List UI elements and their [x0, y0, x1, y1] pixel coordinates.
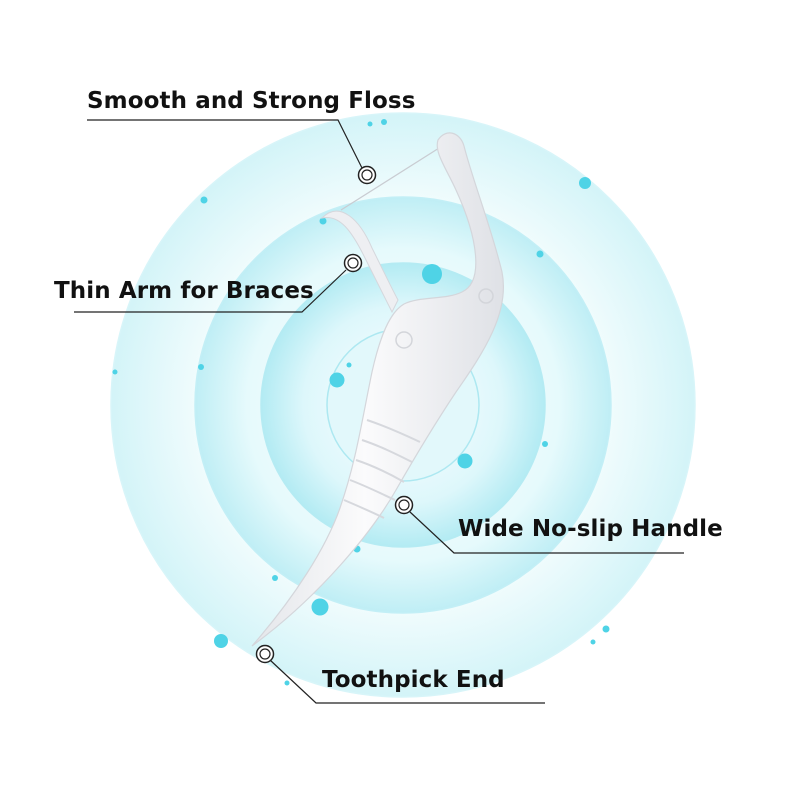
callout-marker-floss: [357, 165, 377, 185]
ridge: [361, 439, 413, 463]
grip-ridges: [343, 419, 421, 519]
dot: [112, 369, 118, 375]
floss-strand: [340, 142, 448, 211]
pick-hole: [395, 331, 413, 349]
dot: [602, 625, 610, 633]
pick-hole: [478, 288, 494, 304]
callout-label-handle: Wide No-slip Handle: [458, 516, 723, 542]
dot: [214, 634, 228, 648]
dot: [381, 119, 387, 125]
ridge: [355, 459, 405, 483]
dot: [457, 453, 473, 469]
callout-line-arm: [74, 269, 347, 313]
callout-lines: [74, 119, 684, 704]
callout-line-floss: [87, 119, 363, 169]
callout-marker-arm-inner: [347, 257, 359, 269]
dot: [198, 364, 204, 370]
thin-arm: [320, 210, 399, 314]
dot: [590, 639, 596, 645]
pick-body: [251, 132, 504, 647]
callout-marker-handle-inner: [398, 499, 410, 511]
dot: [536, 250, 544, 258]
dot: [579, 177, 591, 189]
dot: [367, 121, 373, 127]
dot: [542, 441, 548, 447]
callout-label-floss: Smooth and Strong Floss: [87, 88, 416, 114]
dot: [311, 598, 329, 616]
dot: [319, 217, 327, 225]
callout-marker-toothpick-inner: [259, 648, 271, 660]
callout-line-handle: [409, 511, 684, 554]
ridge: [349, 479, 396, 501]
floss-pick-illustration: [251, 132, 504, 647]
dot: [272, 575, 278, 581]
callout-line-toothpick: [269, 659, 545, 704]
callout-marker-arm: [343, 253, 363, 273]
dot: [284, 680, 290, 686]
ridge: [343, 499, 385, 519]
dot: [422, 264, 442, 284]
callout-marker-floss-inner: [361, 169, 373, 181]
callout-label-toothpick: Toothpick End: [322, 667, 505, 693]
dot: [329, 372, 345, 388]
callout-marker-toothpick: [255, 644, 275, 664]
ridge: [366, 419, 421, 443]
dot: [200, 196, 208, 204]
callout-marker-handle: [394, 495, 414, 515]
callout-label-arm: Thin Arm for Braces: [54, 278, 314, 304]
dot: [346, 362, 352, 368]
decorative-dots: [112, 119, 610, 686]
